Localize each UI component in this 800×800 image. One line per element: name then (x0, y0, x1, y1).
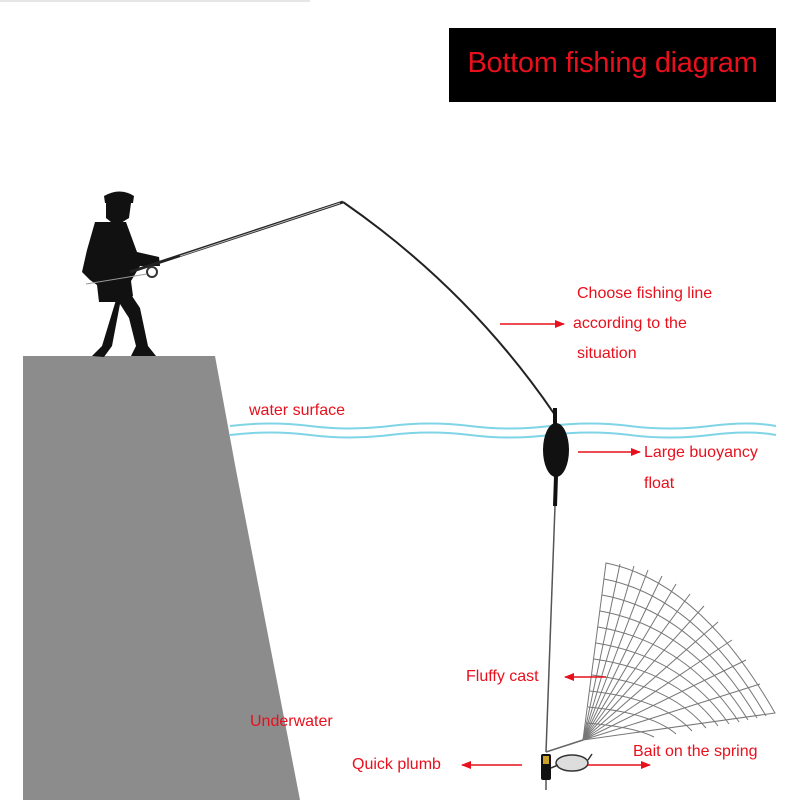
diagram-title: Bottom fishing diagram (467, 47, 758, 79)
line-to-reel (85, 273, 148, 285)
label-water-surface: water surface (249, 402, 346, 419)
title-banner: Bottom fishing diagram (449, 28, 776, 102)
label-bait-spring: Bait on the spring (633, 743, 758, 760)
fluffy-cast-net (582, 562, 776, 741)
label-float-1: Large buoyancy (644, 444, 758, 461)
label-fishing-line-1: Choose fishing line (577, 285, 713, 302)
main-line (545, 505, 556, 753)
bait-spring (555, 754, 589, 772)
label-fishing-line-3: situation (577, 345, 637, 362)
reel (146, 266, 158, 278)
annotation-arrows (461, 320, 651, 769)
label-quick-plumb: Quick plumb (352, 756, 441, 773)
rod-guides (179, 202, 341, 257)
label-underwater: Underwater (250, 713, 333, 730)
float-stem (553, 475, 558, 507)
rod-tip (342, 201, 556, 416)
float-body (543, 423, 569, 477)
bank-cliff (23, 356, 300, 800)
label-float-2: float (644, 475, 675, 492)
label-fluffy-cast: Fluffy cast (466, 668, 539, 685)
label-fishing-line-2: according to the (573, 315, 687, 332)
rig (541, 739, 593, 790)
fisherman-silhouette (82, 191, 160, 357)
water-surface-waves (229, 422, 777, 439)
swivel (543, 756, 549, 764)
